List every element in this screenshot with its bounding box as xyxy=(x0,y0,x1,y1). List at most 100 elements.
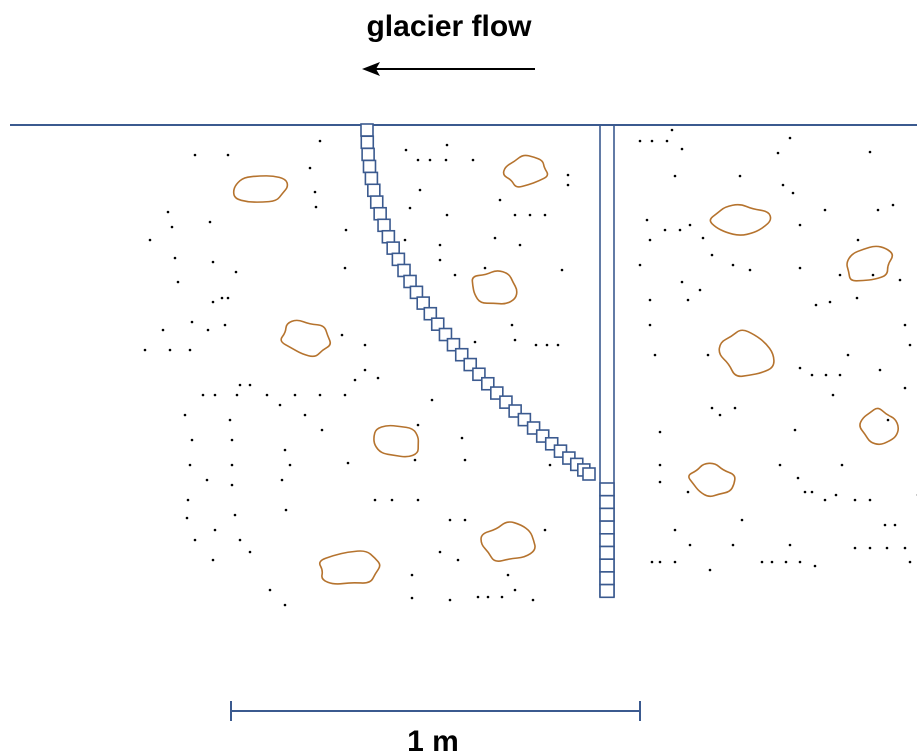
sediment-dot xyxy=(731,263,735,267)
tube-segment xyxy=(386,241,400,255)
sediment-dot xyxy=(283,448,287,452)
tube-segment xyxy=(377,218,391,233)
sediment-dot xyxy=(213,393,217,397)
sediment-dot xyxy=(846,353,850,357)
sediment-dot xyxy=(168,348,172,352)
sediment-dot xyxy=(428,158,432,162)
tube-segment xyxy=(599,558,615,573)
sediment-dot xyxy=(828,300,832,304)
sediment-dot xyxy=(543,213,547,217)
sediment-dot xyxy=(376,376,380,380)
sediment-dot xyxy=(416,158,420,162)
sediment-dot xyxy=(460,436,464,440)
sediment-dot xyxy=(313,190,317,194)
sediment-dot xyxy=(658,430,662,434)
sediment-dot xyxy=(438,243,442,247)
sediment-dot xyxy=(188,463,192,467)
sediment-dot xyxy=(855,296,859,300)
sediment-dot xyxy=(513,338,517,342)
sediment-dot xyxy=(653,353,657,357)
sediment-dot xyxy=(673,528,677,532)
sediment-dot xyxy=(831,393,835,397)
sediment-dot xyxy=(314,205,318,209)
sediment-dot xyxy=(284,508,288,512)
sediment-dot xyxy=(566,183,570,187)
tube-segment xyxy=(391,252,406,267)
tube-segment xyxy=(446,337,461,352)
tube-segment xyxy=(416,296,431,310)
sediment-dot xyxy=(233,513,237,517)
tube-segment xyxy=(430,317,445,331)
tube-segment xyxy=(381,229,396,244)
sediment-dot xyxy=(778,463,782,467)
sediment-dot xyxy=(814,303,818,307)
sediment-dot xyxy=(784,560,788,564)
clast-shape xyxy=(318,550,381,585)
sediment-dot xyxy=(513,213,517,217)
sediment-dot xyxy=(211,300,215,304)
sediment-dot xyxy=(531,598,535,602)
clast-shape xyxy=(688,462,736,498)
sediment-dot xyxy=(248,383,252,387)
sediment-dot xyxy=(473,340,477,344)
clast-shape xyxy=(373,424,420,458)
sediment-dot xyxy=(701,236,705,240)
tube-segment xyxy=(360,135,375,150)
clast-shape xyxy=(471,270,518,305)
sediment-dot xyxy=(788,136,792,140)
tube-segment xyxy=(438,327,453,342)
clast-shape xyxy=(280,319,332,358)
sediment-dot xyxy=(710,406,714,410)
sediment-dot xyxy=(883,523,887,527)
tube-segment xyxy=(599,545,615,560)
sediment-dot xyxy=(638,263,642,267)
sediment-dot xyxy=(688,223,692,227)
sediment-dot xyxy=(248,550,252,554)
sediment-dot xyxy=(566,173,570,177)
sediment-dot xyxy=(680,147,684,151)
sediment-dot xyxy=(824,373,828,377)
sediment-dot xyxy=(186,498,190,502)
sediment-dot xyxy=(448,518,452,522)
sediment-dot xyxy=(373,498,377,502)
tube-segment xyxy=(599,482,615,497)
sediment-dot xyxy=(688,543,692,547)
sediment-dot xyxy=(213,528,217,532)
clasts xyxy=(232,154,900,585)
sediment-dot xyxy=(748,268,752,272)
sediment-dot xyxy=(710,253,714,257)
sediment-dot xyxy=(868,150,872,154)
sediment-dot xyxy=(791,191,795,195)
sediment-dot xyxy=(230,463,234,467)
sediment-dot xyxy=(648,323,652,327)
sediment-dot xyxy=(798,560,802,564)
sediment-dot xyxy=(238,383,242,387)
sediment-dot xyxy=(476,595,480,599)
sediment-dot xyxy=(885,546,889,550)
sediment-dot xyxy=(650,139,654,143)
sediment-dot xyxy=(813,564,817,568)
sediment-dot xyxy=(534,343,538,347)
sediment-dot xyxy=(390,498,394,502)
sediment-dot xyxy=(838,373,842,377)
sediment-dot xyxy=(234,270,238,274)
tube-segment xyxy=(582,467,596,481)
sediment-dot xyxy=(760,560,764,564)
tube-segment xyxy=(360,123,374,137)
sediment-dot xyxy=(280,478,284,482)
sediment-dot xyxy=(788,543,792,547)
sediment-dot xyxy=(834,493,838,497)
sediment-dot xyxy=(188,348,192,352)
tube-segment xyxy=(423,306,438,321)
sediment-dot xyxy=(343,393,347,397)
sediment-dot xyxy=(810,490,814,494)
sediment-dot xyxy=(418,188,422,192)
sediment-dot xyxy=(226,153,230,157)
sediment-dot xyxy=(193,153,197,157)
sediment-dot xyxy=(645,218,649,222)
sediment-dot xyxy=(404,148,408,152)
sediment-dot xyxy=(283,603,287,607)
sediment-dot xyxy=(798,266,802,270)
sediment-dot xyxy=(718,413,722,417)
sediment-dot xyxy=(416,498,420,502)
